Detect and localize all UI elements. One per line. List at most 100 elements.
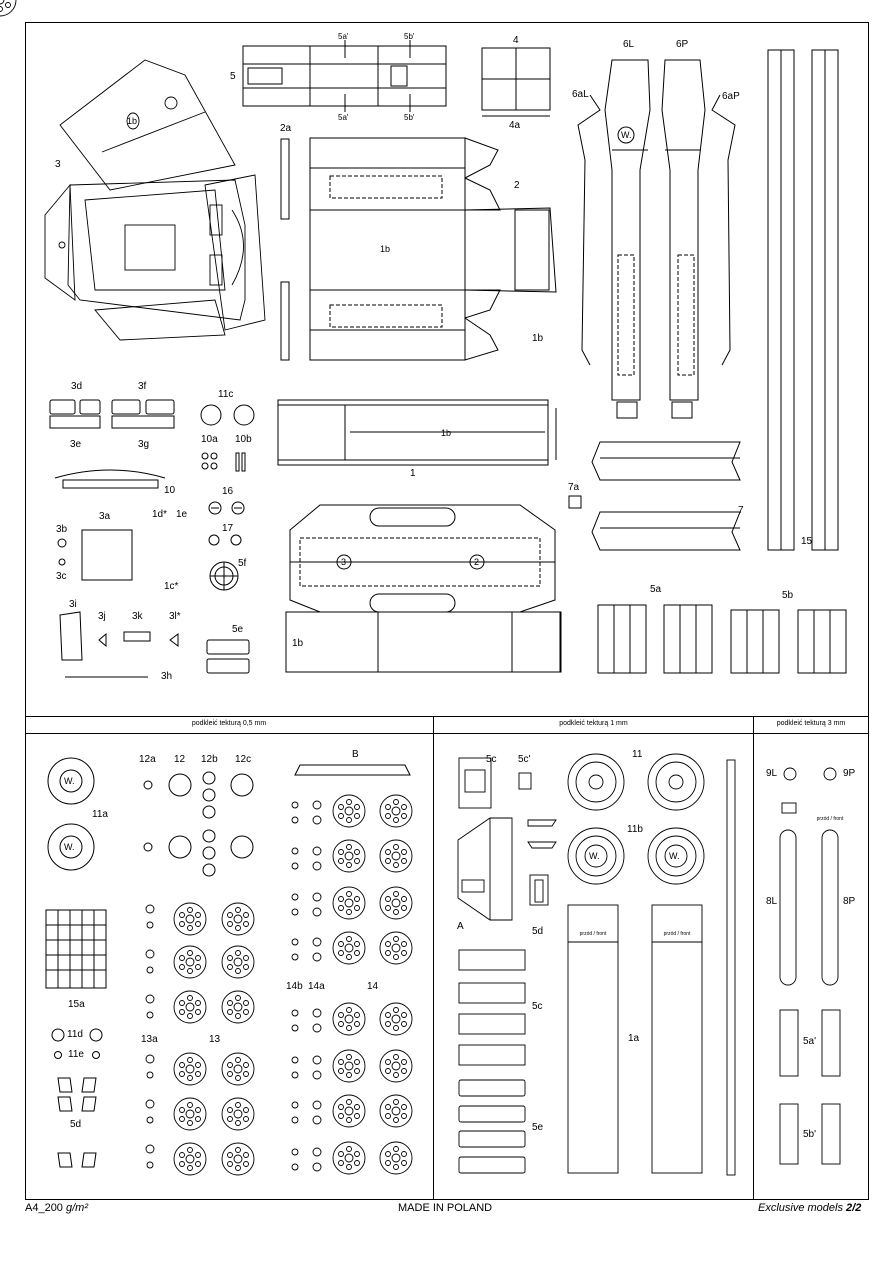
label-10a: 10a	[201, 434, 218, 445]
label-11b: 11b	[627, 824, 643, 835]
section-header-05mm: podkleić tekturą 0,5 mm	[191, 720, 267, 727]
label-7: 7	[738, 505, 744, 516]
footer-unit: g/m²	[66, 1202, 88, 1214]
part-B	[294, 764, 411, 776]
parts-10a-10b	[201, 452, 246, 472]
part-1a	[567, 759, 736, 1176]
part-16	[208, 501, 245, 515]
part-5c-strips	[458, 949, 526, 1066]
part-5d-small	[57, 1077, 97, 1168]
label-8P: 8P	[843, 896, 856, 907]
label-11: 11	[632, 749, 643, 760]
label-16: 16	[222, 486, 234, 497]
label-8L: 8L	[766, 896, 778, 907]
part-10	[54, 469, 166, 489]
label-5c-prime: 5c'	[518, 754, 531, 765]
part-6L-6P-skirts	[577, 59, 736, 419]
label-w-roof: W.	[621, 130, 632, 140]
label-3b: 3b	[56, 524, 68, 535]
part-8P	[821, 829, 839, 986]
part-15a	[45, 909, 107, 989]
parts-11a	[47, 757, 95, 871]
part-3b	[57, 538, 67, 548]
part-9P	[823, 767, 837, 781]
part-9-block	[781, 802, 797, 814]
label-5a-bottom: 5a'	[338, 113, 349, 122]
label-w-4: W.	[669, 851, 680, 861]
footer-format-value: A4_200	[25, 1202, 63, 1214]
part-3c	[58, 558, 66, 566]
label-w-2: W.	[64, 842, 75, 852]
label-11d: 11d	[67, 1029, 83, 1040]
part-5b-prime-2	[821, 1103, 841, 1165]
label-11a: 11a	[92, 809, 108, 820]
section-header-3mm: podkleić tekturą 3 mm	[776, 720, 846, 727]
part-5d	[527, 819, 557, 906]
footer-format: A4_200 g/m²	[25, 1202, 88, 1215]
label-1a: 1a	[628, 1033, 640, 1044]
part-5a-prime-1	[779, 1009, 799, 1077]
label-3-circle: 3	[341, 557, 347, 567]
label-1c: 1c*	[164, 581, 179, 592]
label-6aP: 6aP	[722, 91, 740, 102]
label-6P: 6P	[676, 39, 689, 50]
road-wheels	[0, 0, 17, 17]
label-15a: 15a	[68, 999, 85, 1010]
label-3c: 3c	[56, 571, 67, 582]
part-3-turret	[44, 59, 266, 341]
part-5e-strips	[458, 1079, 526, 1174]
label-10b: 10b	[235, 434, 252, 445]
part-7	[568, 441, 741, 551]
label-5: 5	[230, 71, 236, 82]
label-5c-strips: 5c	[532, 1001, 543, 1012]
label-5c: 5c	[486, 754, 497, 765]
part-15-tracks	[767, 49, 839, 551]
footer-made-in: MADE IN POLAND	[398, 1202, 493, 1214]
label-6aL: 6aL	[572, 89, 589, 100]
footer-page: 2/2	[846, 1202, 862, 1214]
label-3j: 3j	[98, 611, 106, 622]
label-2: 2	[514, 180, 520, 191]
label-13a: 13a	[141, 1034, 158, 1045]
section-header-1mm: podkleić tekturą 1 mm	[559, 720, 628, 727]
label-15: 15	[801, 536, 813, 547]
part-2-hull	[309, 137, 557, 361]
label-1b-hull: 1b	[380, 244, 391, 254]
label-3a: 3a	[99, 511, 111, 522]
label-12a: 12a	[139, 754, 156, 765]
label-3l: 3l*	[169, 611, 181, 622]
label-B: B	[352, 749, 359, 760]
label-5e: 5e	[232, 624, 244, 635]
label-5b-bottom: 5b'	[404, 113, 415, 122]
label-9P: 9P	[843, 768, 856, 779]
label-12: 12	[174, 754, 186, 765]
label-3e: 3e	[70, 439, 82, 450]
label-5b-top: 5b'	[404, 32, 415, 41]
label-3h: 3h	[161, 671, 173, 682]
part-5a-prime-2	[821, 1009, 841, 1077]
label-5a: 5a	[650, 584, 662, 595]
label-1d: 1d*	[152, 509, 168, 520]
part-5b-prime-1	[779, 1103, 799, 1165]
label-1: 1	[410, 468, 416, 479]
label-w-1: W.	[64, 776, 75, 786]
part-8L	[779, 829, 797, 986]
label-5a-prime: 5a'	[803, 1036, 817, 1047]
label-9L: 9L	[766, 768, 778, 779]
label-1b-floor: 1b	[441, 428, 452, 438]
label-5d-left: 5d	[70, 1119, 82, 1130]
footer-brand: Exclusive models 2/2	[758, 1202, 861, 1215]
label-3g: 3g	[138, 439, 150, 450]
parts-12	[143, 771, 254, 877]
label-w-3: W.	[589, 851, 600, 861]
label-17: 17	[222, 523, 234, 534]
label-front-2: przód / front	[663, 931, 691, 937]
label-5b-prime: 5b'	[803, 1129, 817, 1140]
part-5c-block	[458, 757, 492, 809]
label-A: A	[457, 921, 464, 932]
label-3d: 3d	[71, 381, 83, 392]
label-5b: 5b	[782, 590, 794, 601]
label-6L: 6L	[623, 39, 635, 50]
part-11c	[200, 404, 255, 426]
